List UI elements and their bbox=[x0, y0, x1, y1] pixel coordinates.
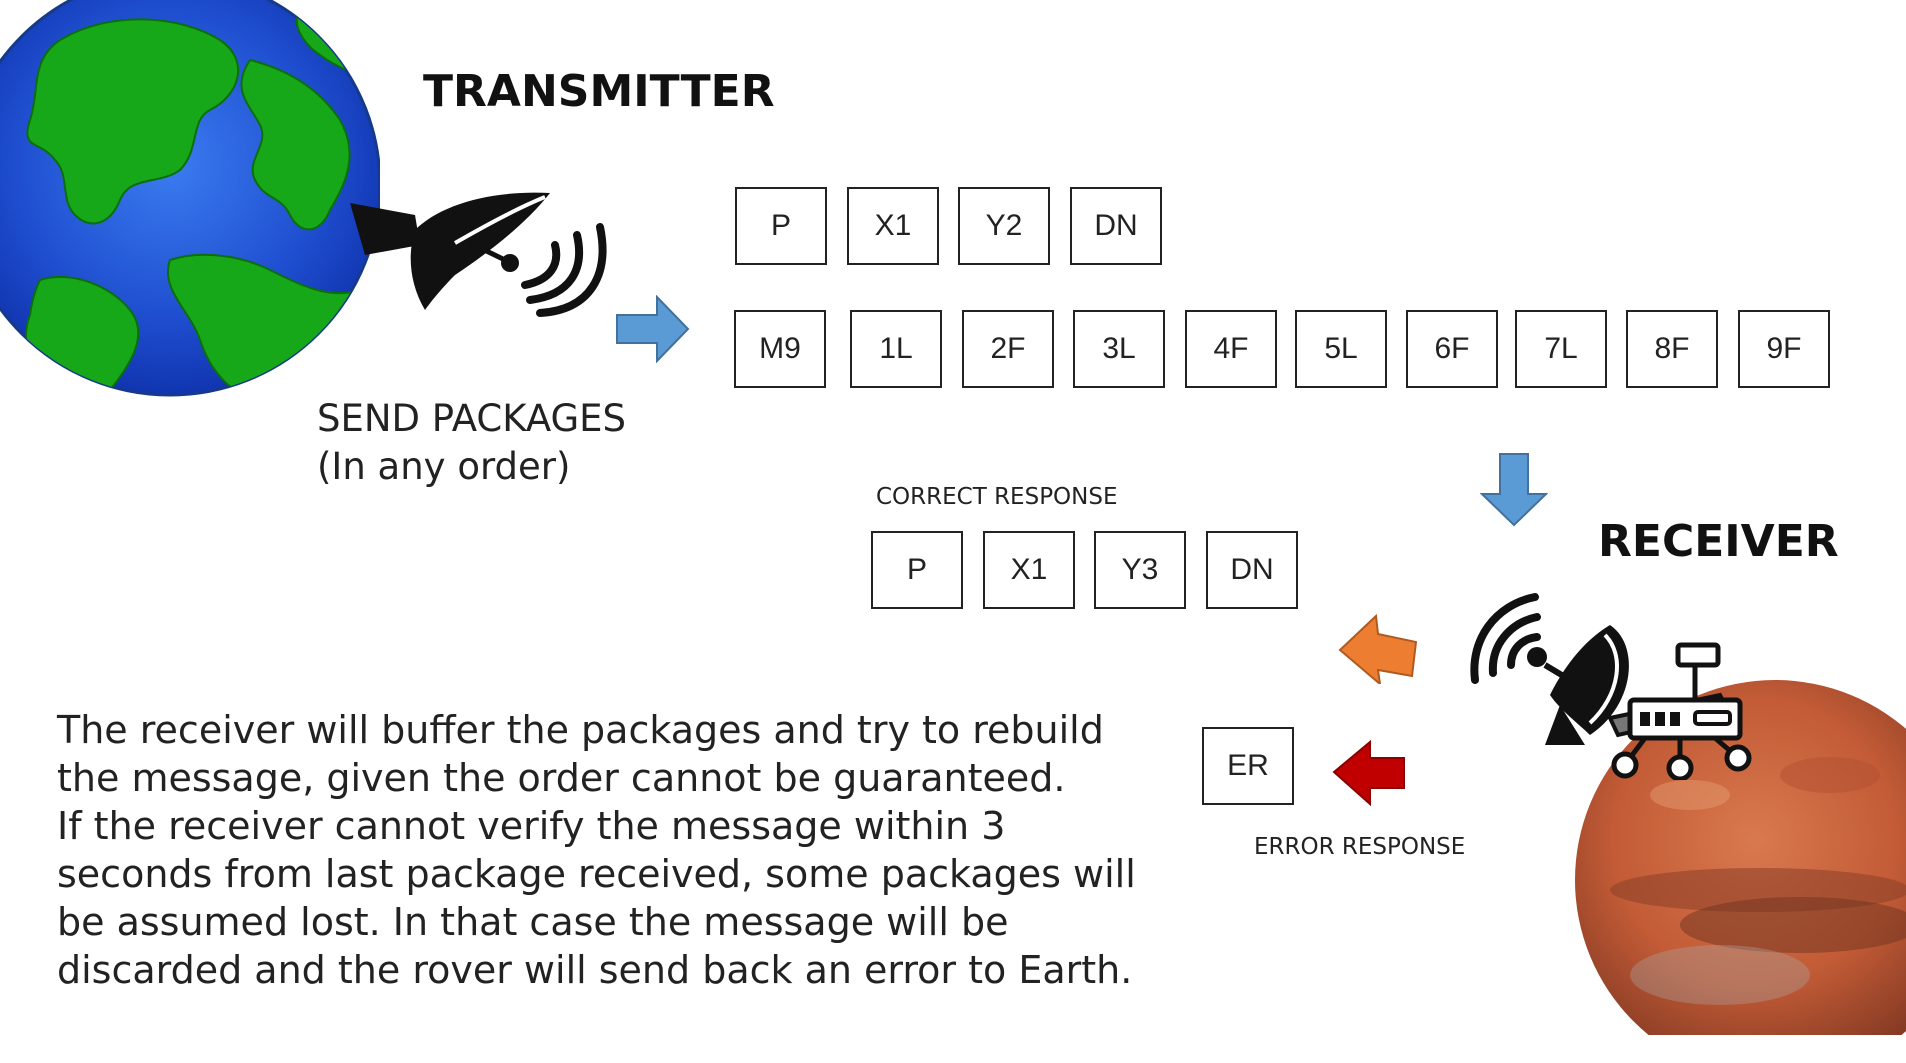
package-box: P bbox=[735, 187, 827, 265]
correct-response-label: CORRECT RESPONSE bbox=[876, 484, 1118, 510]
description-text: The receiver will buffer the packages an… bbox=[57, 706, 1136, 994]
package-box: 6F bbox=[1406, 310, 1498, 388]
send-packages-line2: (In any order) bbox=[317, 445, 571, 488]
receiver-title: RECEIVER bbox=[1598, 516, 1839, 567]
package-box: Y3 bbox=[1094, 531, 1186, 609]
transmitter-title: TRANSMITTER bbox=[423, 66, 775, 117]
package-box: Y2 bbox=[958, 187, 1050, 265]
package-box: 2F bbox=[962, 310, 1054, 388]
description-line: the message, given the order cannot be g… bbox=[57, 756, 1066, 800]
description-line: seconds from last package received, some… bbox=[57, 852, 1136, 896]
error-response-label: ERROR RESPONSE bbox=[1254, 834, 1466, 860]
package-box: 3L bbox=[1073, 310, 1165, 388]
send-packages-label: SEND PACKAGES (In any order) bbox=[317, 395, 626, 491]
package-box: M9 bbox=[734, 310, 826, 388]
arrow-orange-icon bbox=[1338, 612, 1418, 684]
error-package-box: ER bbox=[1202, 727, 1294, 805]
package-box: 5L bbox=[1295, 310, 1387, 388]
description-line: The receiver will buffer the packages an… bbox=[57, 708, 1104, 752]
package-box: 8F bbox=[1626, 310, 1718, 388]
package-box: 1L bbox=[850, 310, 942, 388]
package-box: 4F bbox=[1185, 310, 1277, 388]
package-box: DN bbox=[1070, 187, 1162, 265]
package-box: X1 bbox=[847, 187, 939, 265]
send-packages-line1: SEND PACKAGES bbox=[317, 397, 627, 440]
mars-planet bbox=[1570, 675, 1906, 1035]
rover-icon bbox=[1600, 640, 1760, 780]
package-box: X1 bbox=[983, 531, 1075, 609]
arrow-down-icon bbox=[1480, 452, 1548, 527]
arrow-red-icon bbox=[1332, 740, 1406, 806]
description-line: be assumed lost. In that case the messag… bbox=[57, 900, 1009, 944]
receiver-dish-icon bbox=[1465, 585, 1650, 755]
package-box: P bbox=[871, 531, 963, 609]
description-line: discarded and the rover will send back a… bbox=[57, 948, 1133, 992]
earth-globe bbox=[0, 0, 380, 400]
package-box: 7L bbox=[1515, 310, 1607, 388]
package-box: 9F bbox=[1738, 310, 1830, 388]
arrow-right-icon bbox=[615, 295, 690, 363]
description-line: If the receiver cannot verify the messag… bbox=[57, 804, 1006, 848]
package-box: DN bbox=[1206, 531, 1298, 609]
transmitter-dish-icon bbox=[345, 185, 625, 320]
